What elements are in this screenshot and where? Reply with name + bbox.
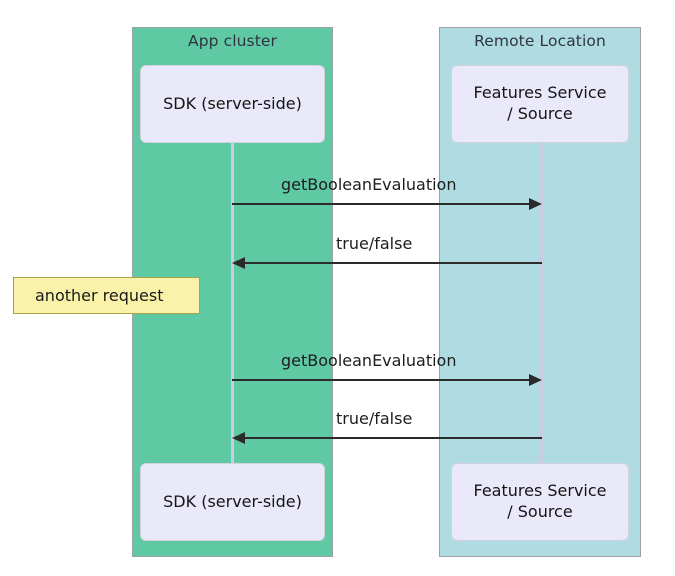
group-app-cluster-title: App cluster [187,32,278,50]
note-another-request-text: another request [35,286,164,305]
message-line-4 [244,437,542,439]
participant-sdk-top[interactable]: SDK (server-side) [140,65,325,143]
participant-features-service-top-label: Features Service / Source [473,83,606,125]
participant-features-service-bottom-label: Features Service / Source [473,481,606,523]
participant-fs-bottom-line2: / Source [507,502,573,521]
participant-sdk-bottom[interactable]: SDK (server-side) [140,463,325,541]
arrowhead-left-icon-1 [232,257,245,269]
arrowhead-left-icon-2 [232,432,245,444]
message-line-1 [232,203,530,205]
lifeline-features-service [540,140,543,470]
note-another-request: another request [13,277,200,314]
participant-sdk-top-label: SDK (server-side) [163,93,302,113]
participant-fs-top-line2: / Source [507,104,573,123]
group-remote-location-title: Remote Location [474,32,606,50]
participant-fs-top-line1: Features Service [473,83,607,103]
message-line-2 [244,262,542,264]
arrowhead-right-icon-1 [529,198,542,210]
message-label-true-false-2: true/false [336,409,413,428]
message-line-3 [232,379,530,381]
arrowhead-right-icon-2 [529,374,542,386]
participant-fs-bottom-line1: Features Service [473,481,607,501]
message-label-get-boolean-evaluation-2: getBooleanEvaluation [281,351,457,370]
participant-features-service-top[interactable]: Features Service / Source [451,65,629,143]
lifeline-sdk [231,140,234,470]
participant-features-service-bottom[interactable]: Features Service / Source [451,463,629,541]
message-label-true-false-1: true/false [336,234,413,253]
message-label-get-boolean-evaluation-1: getBooleanEvaluation [281,175,457,194]
participant-sdk-bottom-label: SDK (server-side) [163,491,302,511]
